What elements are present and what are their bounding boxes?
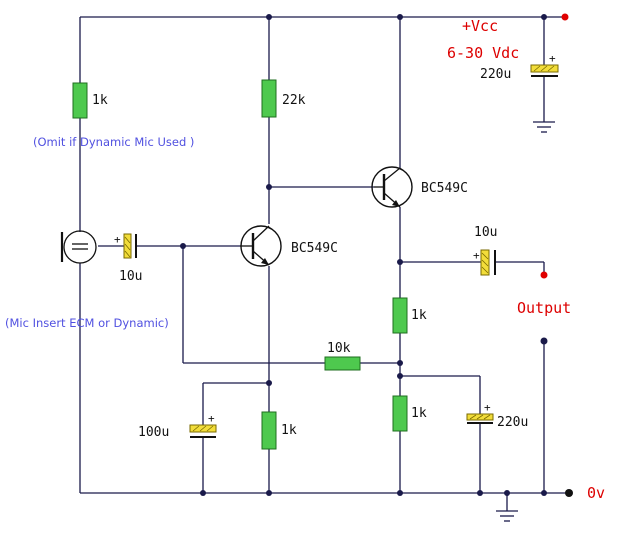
label-r-q1-emitter: 1k bbox=[281, 423, 297, 438]
label-r-q2-emitter: 1k bbox=[411, 308, 427, 323]
plus-mark-c-right: + bbox=[484, 401, 491, 414]
capacitor-input bbox=[123, 233, 137, 259]
label-r-base-bias: 22k bbox=[282, 93, 306, 108]
vcc-terminal bbox=[561, 13, 569, 21]
label-r-lower-right: 1k bbox=[411, 406, 427, 421]
note-mic: (Mic Insert ECM or Dynamic) bbox=[5, 316, 169, 330]
transistor-q2 bbox=[371, 166, 413, 208]
plus-mark-c-out: + bbox=[473, 249, 480, 262]
ground-symbol-supply bbox=[533, 121, 555, 133]
transistor-q1 bbox=[240, 225, 282, 267]
label-q2: BC549C bbox=[421, 181, 468, 196]
output-terminal bbox=[540, 271, 548, 279]
capacitor-supply bbox=[530, 64, 559, 77]
resistor-q1-emitter bbox=[261, 411, 277, 450]
capacitor-output bbox=[480, 249, 496, 276]
label-c-right: 220u bbox=[497, 415, 528, 430]
note-omit: (Omit if Dynamic Mic Used ) bbox=[33, 135, 194, 149]
plus-mark-c-emitter: + bbox=[208, 412, 215, 425]
label-ground: 0v bbox=[587, 484, 605, 502]
resistor-22k bbox=[261, 79, 277, 118]
wires bbox=[79, 16, 566, 511]
label-vcc-range: 6-30 Vdc bbox=[447, 44, 519, 62]
label-vcc: +Vcc bbox=[462, 17, 498, 35]
label-r-mic-bias: 1k bbox=[92, 93, 108, 108]
capacitor-right bbox=[466, 413, 494, 424]
label-c-out: 10u bbox=[474, 225, 497, 240]
junction-dots bbox=[180, 14, 548, 496]
resistor-mic-bias bbox=[72, 82, 88, 119]
label-c-supply: 220u bbox=[480, 67, 511, 82]
microphone-icon bbox=[60, 230, 97, 264]
label-c-in: 10u bbox=[119, 269, 142, 284]
ground-symbol-main bbox=[496, 510, 518, 522]
plus-mark-c-supply: + bbox=[549, 52, 556, 65]
resistor-q2-emitter bbox=[392, 297, 408, 334]
label-r-feedback: 10k bbox=[327, 341, 351, 356]
resistor-lower-right bbox=[392, 395, 408, 432]
capacitor-emitter bbox=[189, 424, 217, 438]
resistor-feedback bbox=[324, 356, 361, 371]
label-q1: BC549C bbox=[291, 241, 338, 256]
plus-mark-c-in: + bbox=[114, 233, 121, 246]
label-c-emitter: 100u bbox=[138, 425, 169, 440]
label-output: Output bbox=[517, 299, 571, 317]
ground-terminal bbox=[565, 489, 573, 497]
